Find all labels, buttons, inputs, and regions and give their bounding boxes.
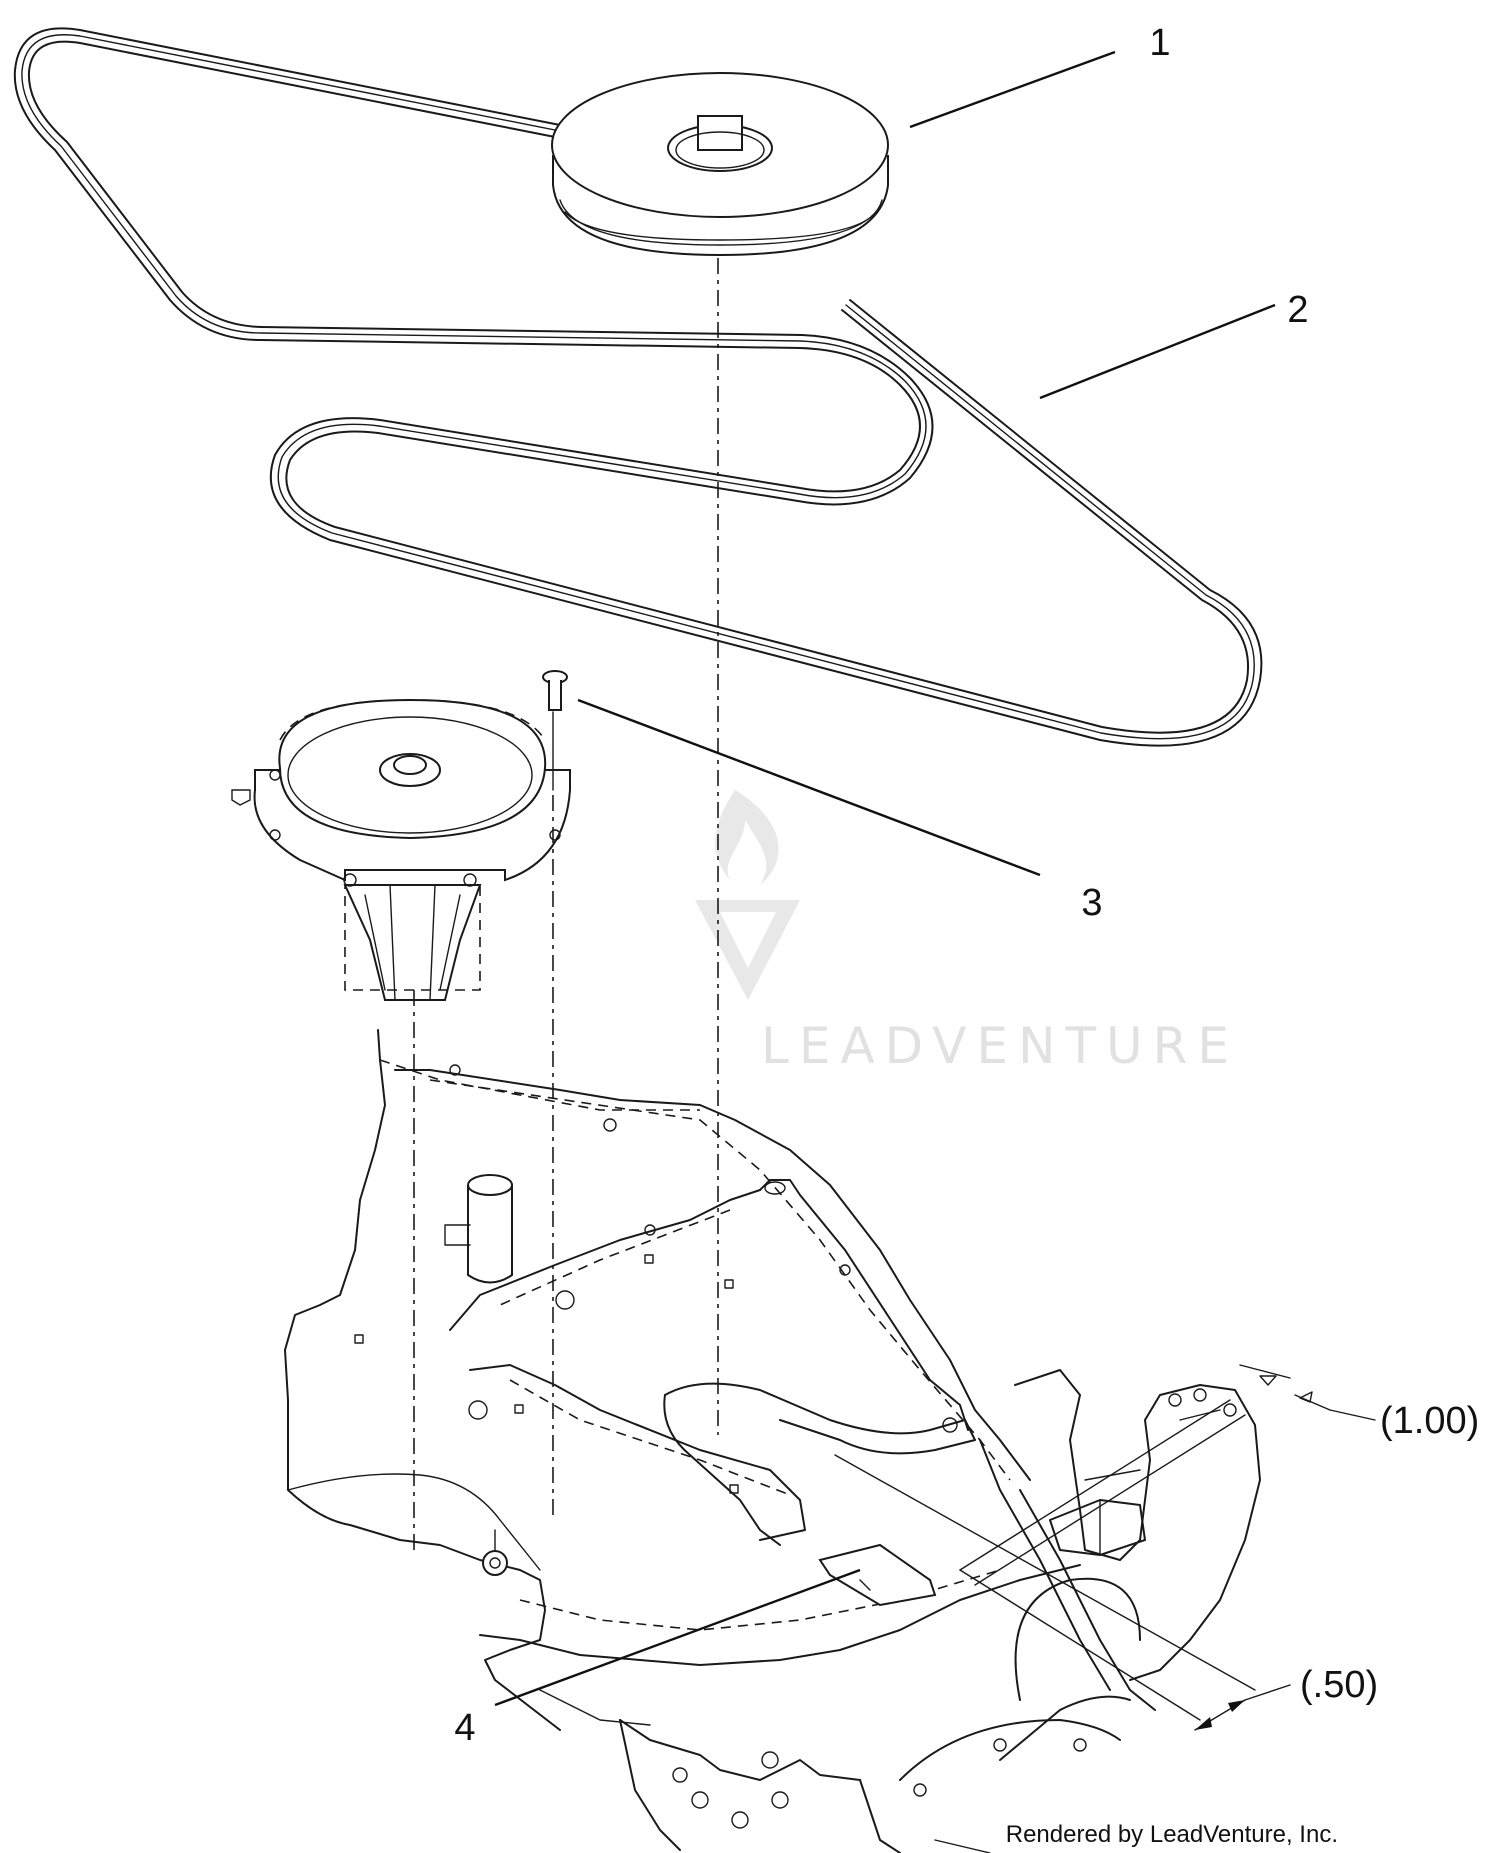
dimension-label-1-00: (1.00) [1380,1400,1479,1442]
leader-2 [1039,303,1276,400]
callout-3: 3 [1081,882,1102,924]
watermark-logo [695,790,800,1000]
spindle-assembly [231,698,571,1001]
dimension-0-50 [834,1454,1291,1731]
callout-1: 1 [1149,22,1170,64]
dimension-1-00 [959,1364,1376,1586]
nut [482,1529,508,1576]
leader-4 [494,1568,861,1707]
callout-2: 2 [1287,289,1308,331]
dimension-label-0-50: (.50) [1300,1664,1378,1706]
leader-3 [577,698,1041,877]
mower-deck [284,1029,1261,1853]
belt [13,27,1263,747]
pulley [551,72,889,257]
callout-4: 4 [454,1707,475,1749]
screw [542,670,568,791]
watermark-text: LEADVENTURE [761,1017,1239,1075]
decal [818,1543,937,1607]
leader-1 [909,50,1116,129]
render-credit: Rendered by LeadVenture, Inc. [1006,1821,1338,1848]
